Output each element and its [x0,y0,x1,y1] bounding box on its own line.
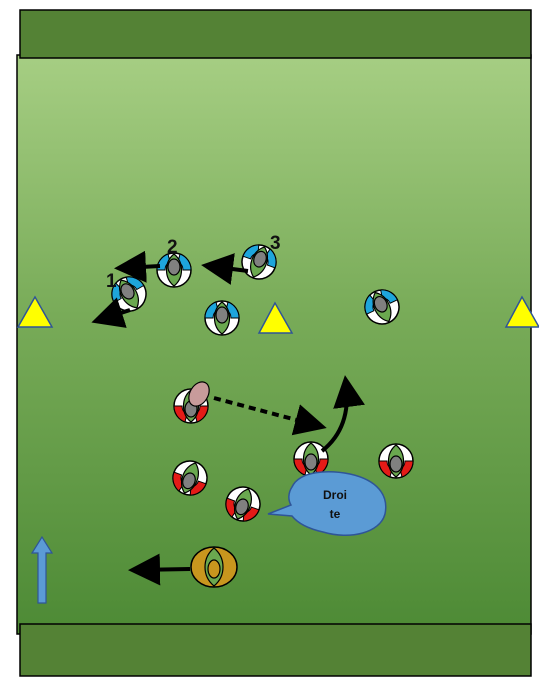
run-arrow-1 [91,297,131,328]
curved-run-arrow [320,375,365,453]
speech-bubble: Droi te [267,471,387,536]
ball-carrier [190,546,238,588]
blue-player-2 [156,252,192,288]
run-arrow-3 [201,253,249,285]
bubble-text-line-2: te [330,507,341,521]
cone-left [16,295,54,328]
player-number-2: 2 [167,237,178,258]
player-number-3: 3 [270,233,281,254]
blue-player-4 [204,300,240,336]
bottom-endzone [19,623,532,677]
bubble-text-line-1: Droi [323,488,347,502]
red-player-4 [293,441,329,477]
rugby-ball [188,381,210,407]
direction-arrow-icon [30,535,54,604]
field [16,54,532,635]
carrier-arrow [128,553,191,586]
cone-right [504,295,539,328]
cone-center [257,301,294,334]
red-player-5 [378,443,414,479]
pass-arrow [213,396,327,436]
run-arrow-2 [114,250,161,283]
top-endzone [19,9,532,59]
player-number-1: 1 [106,271,117,292]
